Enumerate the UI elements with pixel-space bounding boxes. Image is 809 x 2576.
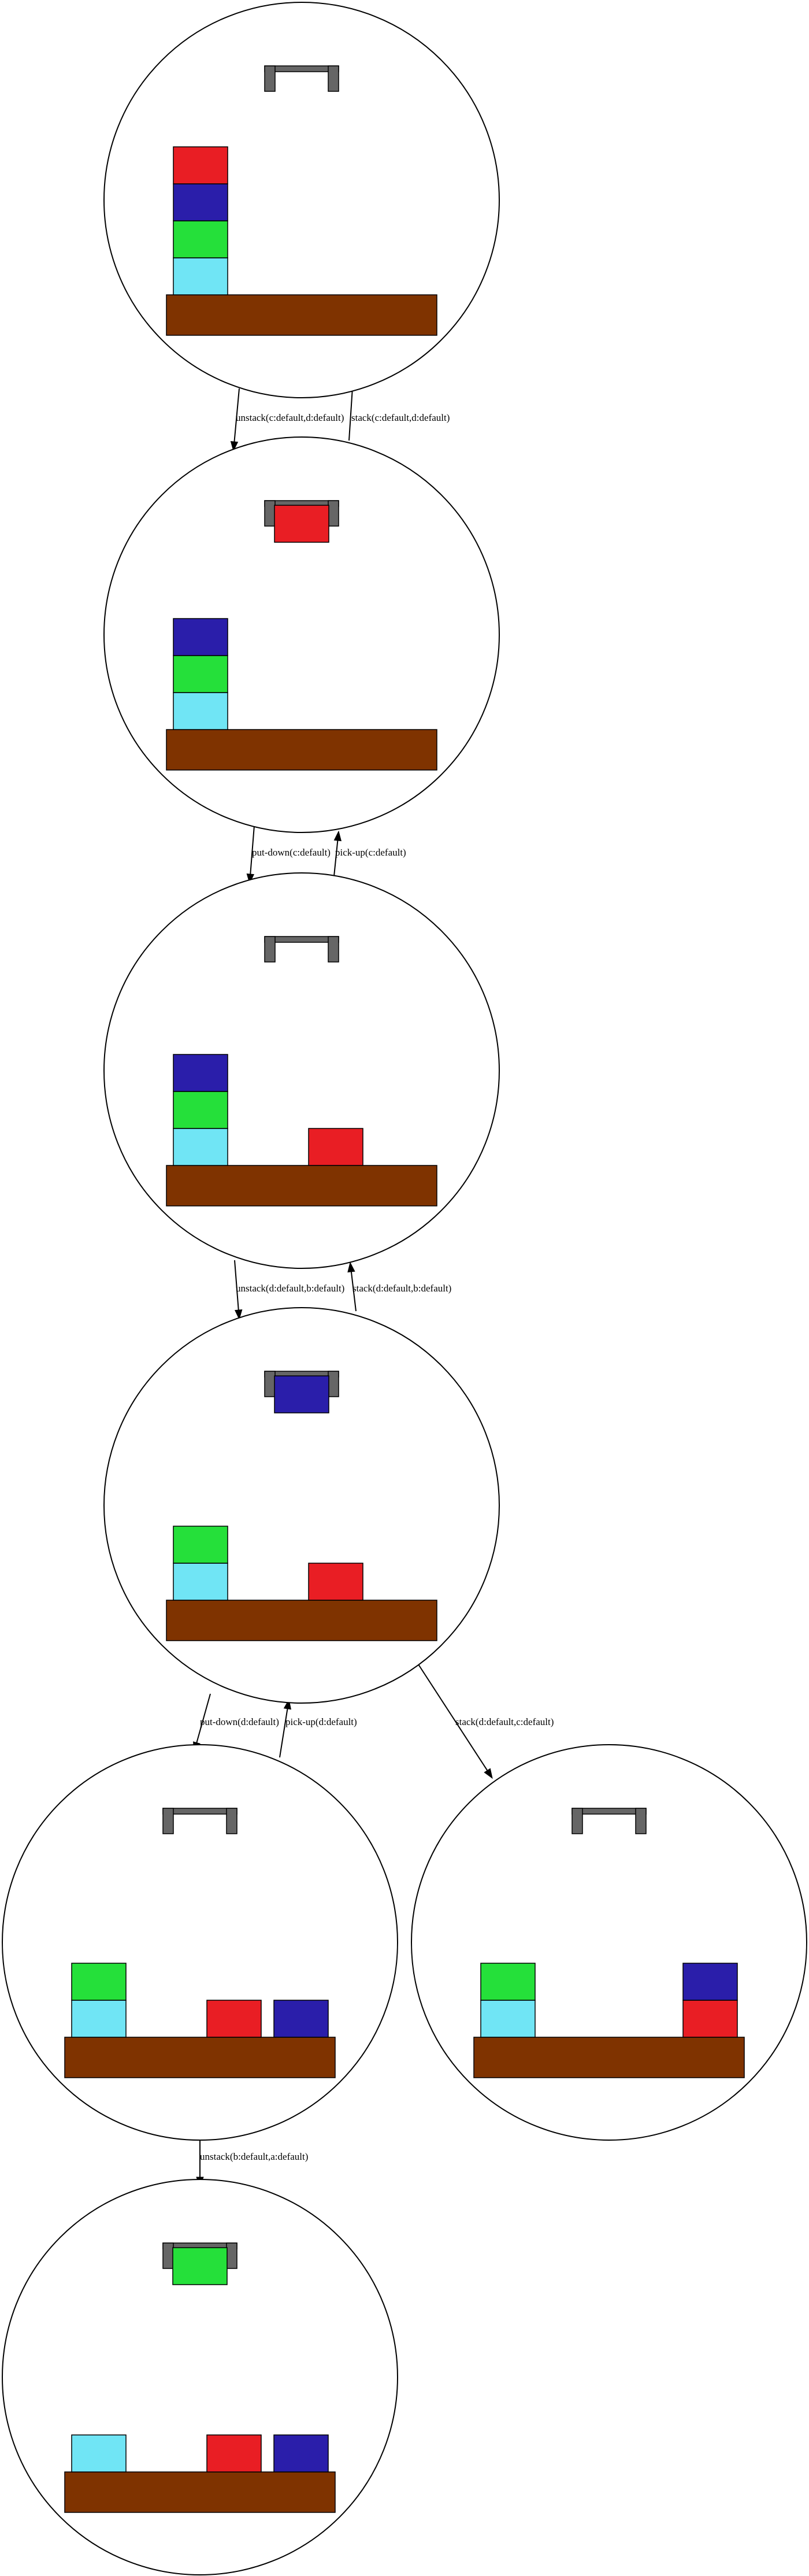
state-node-s4 — [2, 1744, 398, 2141]
block-d — [173, 146, 228, 184]
edge-label-e9: unstack(b:default,a:default) — [200, 2151, 308, 2162]
arrowhead — [333, 830, 342, 842]
edge-e6 — [196, 1693, 211, 1743]
edge-label-e2: put-down(c:default) — [252, 847, 331, 858]
block-d — [308, 1128, 363, 1166]
edge-e0 — [233, 388, 240, 442]
block-c — [173, 1054, 228, 1092]
block-d — [206, 2434, 262, 2473]
held-block-c — [274, 1375, 329, 1413]
state-circle — [103, 2, 500, 398]
edge-label-e6: put-down(d:default) — [200, 1716, 279, 1727]
block-b — [173, 655, 228, 693]
edge-e5 — [350, 1271, 357, 1312]
state-node-s3 — [103, 1307, 500, 1704]
block-a — [173, 1128, 228, 1166]
table — [166, 1165, 437, 1206]
state-circle — [103, 436, 500, 833]
edge-label-e4: unstack(d:default,b:default) — [236, 1283, 344, 1294]
block-a — [71, 2434, 127, 2473]
state-circle — [103, 1307, 500, 1704]
state-node-s0 — [103, 2, 500, 398]
block-c — [173, 618, 228, 656]
table — [64, 2471, 336, 2513]
block-c — [273, 2434, 329, 2473]
gripper — [572, 1808, 647, 1834]
edge-label-e0: unstack(c:default,d:default) — [236, 412, 344, 423]
edge-label-e3: pick-up(c:default) — [335, 847, 406, 858]
gripper — [162, 1808, 237, 1834]
edge-label-e8: stack(d:default,c:default) — [455, 1716, 554, 1727]
edge-e4 — [234, 1260, 239, 1311]
state-circle — [411, 1744, 807, 2141]
edge-label-e1: stack(c:default,d:default) — [351, 412, 450, 423]
edge-label-e7: pick-up(d:default) — [285, 1716, 357, 1727]
state-circle — [2, 2179, 398, 2575]
block-d — [308, 1563, 363, 1601]
gripper — [162, 2242, 237, 2269]
arrowhead — [230, 441, 239, 452]
edge-labels-layer: unstack(c:default,d:default) stack(c:defa… — [200, 412, 554, 2162]
state-node-s2 — [103, 872, 500, 1269]
edge-e8 — [417, 1662, 488, 1771]
block-a — [71, 2000, 127, 2038]
block-a — [173, 1563, 228, 1601]
table — [166, 729, 437, 771]
held-block-b — [172, 2247, 228, 2285]
table — [166, 1600, 437, 1641]
block-c — [273, 2000, 329, 2038]
block-d — [682, 2000, 738, 2038]
state-node-s6 — [2, 2179, 398, 2575]
block-b — [173, 1526, 228, 1564]
gripper — [264, 936, 339, 963]
block-c — [682, 1963, 738, 2001]
held-block-d — [274, 505, 329, 543]
edge-e7 — [279, 1708, 288, 1758]
edge-e3 — [333, 840, 339, 877]
edge-label-e5: stack(d:default,b:default) — [352, 1283, 451, 1294]
block-b — [173, 1091, 228, 1129]
block-a — [173, 257, 228, 295]
gripper — [264, 1371, 339, 1397]
block-b — [173, 220, 228, 258]
edge-e2 — [250, 825, 255, 875]
arrowhead — [235, 1309, 243, 1320]
block-b — [480, 1963, 536, 2001]
block-a — [480, 2000, 536, 2038]
arrowhead — [347, 1261, 355, 1273]
block-a — [173, 692, 228, 730]
table — [166, 294, 437, 336]
table — [473, 2037, 745, 2078]
block-b — [71, 1963, 127, 2001]
state-circle — [103, 872, 500, 1269]
state-circle — [2, 1744, 398, 2141]
table — [64, 2037, 336, 2078]
state-node-s1 — [103, 436, 500, 833]
state-node-s5 — [411, 1744, 807, 2141]
arrowhead — [484, 1768, 493, 1779]
block-c — [173, 183, 228, 221]
gripper — [264, 65, 339, 92]
block-d — [206, 2000, 262, 2038]
